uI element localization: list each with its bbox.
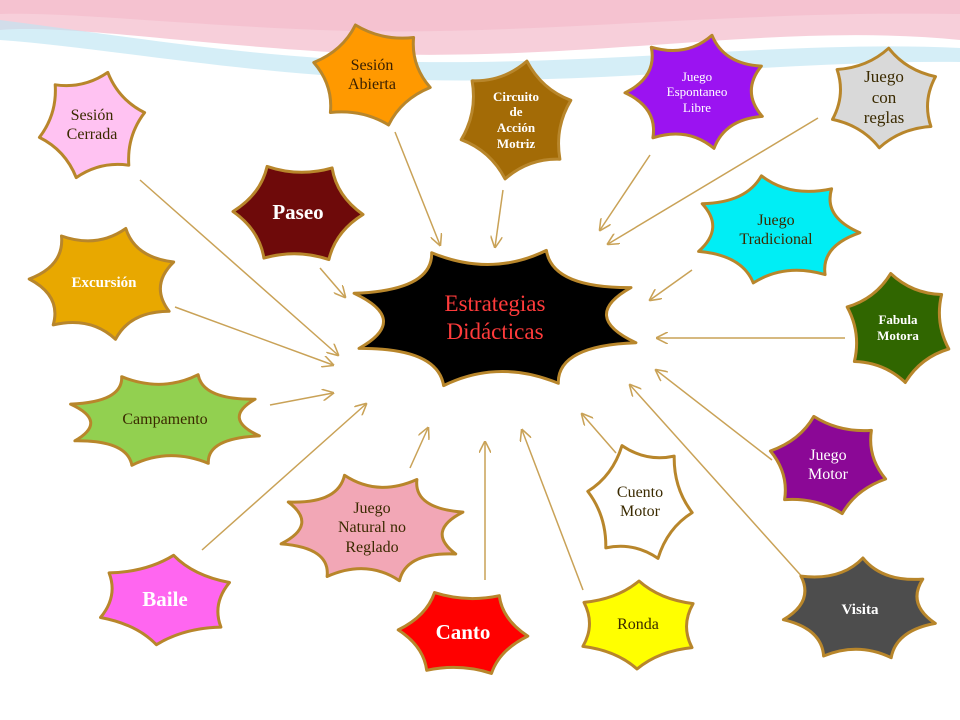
cloud-circuito-accion-motriz (459, 59, 573, 181)
cloud-cuento-motor (586, 444, 694, 560)
cloud-paseo (231, 164, 365, 262)
cloud-juego-con-reglas (831, 46, 937, 150)
cloud-juego-espontaneo-libre (623, 33, 764, 150)
cloud-fabula-motora (845, 272, 951, 384)
arrow-ronda (522, 430, 584, 591)
arrow-circuito-accion-motriz (495, 189, 504, 247)
arrow-juego-tradicional (650, 269, 693, 300)
banner-wave-2 (0, 0, 960, 32)
center-cloud (352, 248, 638, 388)
arrow-baile (201, 404, 366, 551)
arrow-juego-motor (656, 370, 773, 461)
cloud-juego-natural-no-reglado (279, 473, 465, 583)
arrow-sesion-cerrada (139, 179, 338, 355)
cloud-juego-tradicional (697, 174, 862, 285)
arrow-visita (630, 385, 806, 581)
arrow-campamento (269, 393, 333, 406)
arrow-juego-natural-no-reglado (409, 428, 428, 469)
cloud-visita (781, 556, 937, 660)
arrow-cuento-motor (582, 414, 617, 454)
arrow-paseo (319, 267, 345, 297)
cloud-juego-motor (768, 414, 888, 516)
connector-arrows (139, 117, 845, 591)
cloud-sesion-cerrada (37, 70, 147, 180)
cloud-excursion (27, 227, 176, 341)
arrow-excursion (174, 306, 333, 365)
arrow-juego-espontaneo-libre (600, 154, 651, 230)
cloud-baile (99, 553, 231, 647)
arrow-sesion-abierta (394, 131, 440, 245)
cloud-ronda (581, 579, 695, 671)
decorative-banner (0, 0, 960, 81)
cloud-campamento (69, 373, 261, 467)
arrow-juego-con-reglas (608, 117, 819, 244)
cloud-shapes (27, 23, 951, 675)
cloud-sesion-abierta (312, 23, 432, 127)
banner-wave-0 (0, 0, 960, 55)
cloud-canto (396, 591, 530, 675)
